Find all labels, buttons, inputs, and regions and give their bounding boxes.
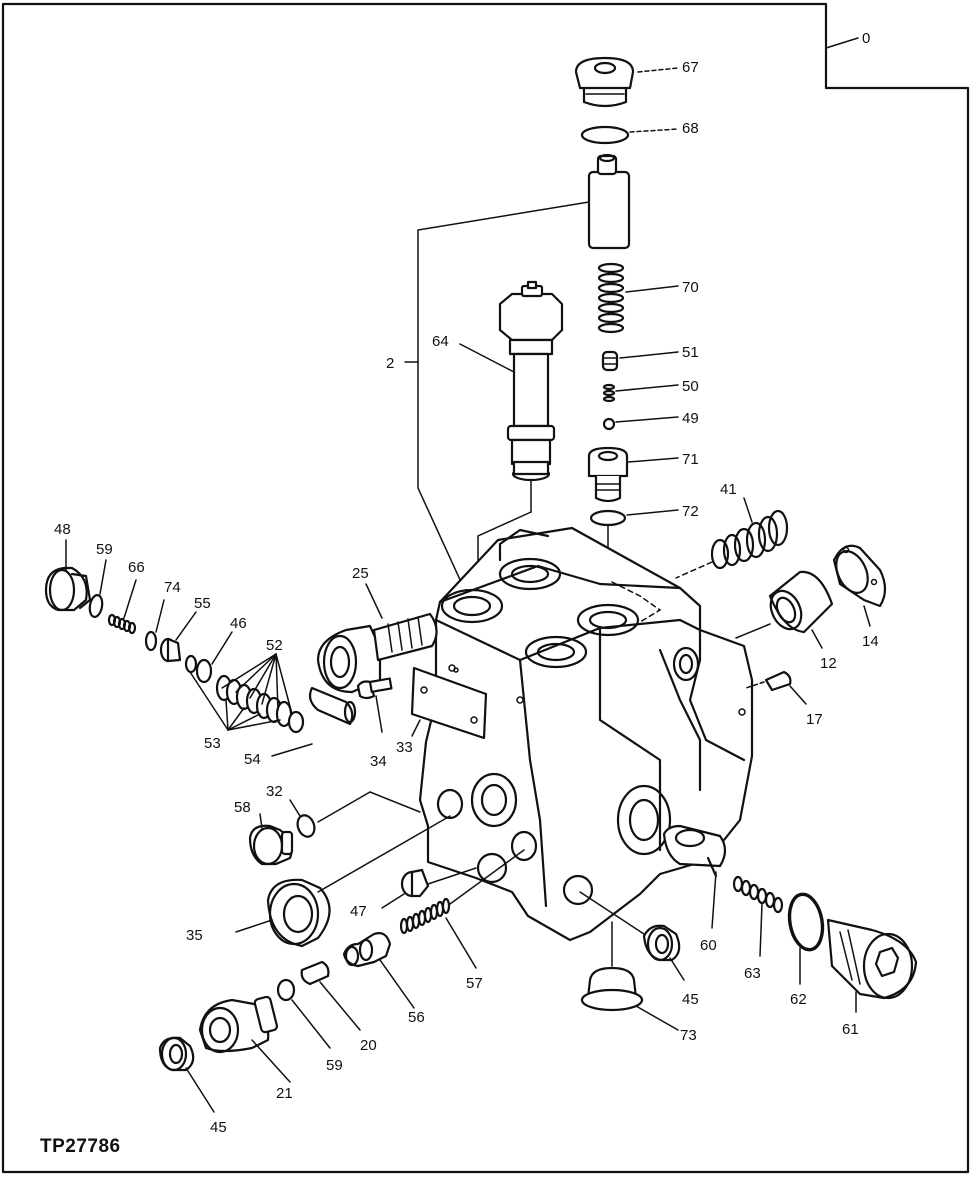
part-64-valve-stem xyxy=(498,280,564,482)
part-12-sleeve xyxy=(768,570,834,634)
part-52-spool-stack xyxy=(215,674,305,734)
callout-64: 64 xyxy=(432,333,449,350)
callout-73: 73 xyxy=(680,1027,697,1044)
part-sleeve xyxy=(587,153,631,250)
part-41-spring xyxy=(710,509,789,570)
callout-34: 34 xyxy=(370,753,387,770)
callout-35: 35 xyxy=(186,927,203,944)
part-49-ball xyxy=(602,417,616,431)
part-14-end-cap xyxy=(832,544,887,608)
callout-2: 2 xyxy=(386,355,394,372)
part-58-plug xyxy=(248,824,294,866)
callout-53: 53 xyxy=(204,735,221,752)
callout-60: 60 xyxy=(700,937,717,954)
callout-25: 25 xyxy=(352,565,369,582)
callout-47: 47 xyxy=(350,903,367,920)
callout-20: 20 xyxy=(360,1037,377,1054)
callout-0: 0 xyxy=(862,30,870,47)
part-34-screw xyxy=(356,677,393,700)
part-70-spring xyxy=(597,262,625,334)
part-67-cap xyxy=(574,56,635,108)
callout-45-right: 45 xyxy=(682,991,699,1008)
callout-51: 51 xyxy=(682,344,699,361)
callout-12: 12 xyxy=(820,655,837,672)
callout-41: 41 xyxy=(720,481,737,498)
part-62-o-ring xyxy=(787,892,825,952)
part-74-washer xyxy=(144,630,158,652)
part-54-pin xyxy=(308,686,357,726)
callout-71: 71 xyxy=(682,451,699,468)
callout-63: 63 xyxy=(744,965,761,982)
part-45-plug-right xyxy=(642,924,681,962)
callout-59-lower: 59 xyxy=(326,1057,343,1074)
callout-52-leaders xyxy=(221,653,293,715)
part-56-poppet xyxy=(342,932,392,968)
callout-17: 17 xyxy=(806,711,823,728)
callout-61: 61 xyxy=(842,1021,859,1038)
callout-55: 55 xyxy=(194,595,211,612)
part-59-o-ring xyxy=(88,594,104,618)
callout-33: 33 xyxy=(396,739,413,756)
part-33-plate xyxy=(410,666,488,740)
part-45-plug-lower xyxy=(158,1036,195,1072)
part-63-spring xyxy=(732,875,784,914)
part-73-cap xyxy=(580,966,644,1012)
callout-49: 49 xyxy=(682,410,699,427)
callout-32: 32 xyxy=(266,783,283,800)
callout-74: 74 xyxy=(164,579,181,596)
callout-50: 50 xyxy=(682,378,699,395)
part-71-seat xyxy=(587,446,629,503)
part-20-pin xyxy=(300,960,330,986)
part-21-cartridge xyxy=(198,995,279,1054)
callout-54: 54 xyxy=(244,751,261,768)
figure-code: TP27786 xyxy=(40,1136,121,1157)
callout-58: 58 xyxy=(234,799,251,816)
callout-72: 72 xyxy=(682,503,699,520)
callout-14: 14 xyxy=(862,633,879,650)
callout-62: 62 xyxy=(790,991,807,1008)
part-47-piston xyxy=(400,868,430,898)
part-72-o-ring xyxy=(589,509,627,527)
part-32-o-ring xyxy=(296,814,316,838)
callout-68: 68 xyxy=(682,120,699,137)
callout-67: 67 xyxy=(682,59,699,76)
callout-70: 70 xyxy=(682,279,699,296)
callout-52: 52 xyxy=(266,637,283,654)
callout-56: 56 xyxy=(408,1009,425,1026)
callout-46: 46 xyxy=(230,615,247,632)
callout-53-leaders xyxy=(189,671,281,731)
part-61-plug xyxy=(826,918,918,1000)
part-68-o-ring xyxy=(580,125,630,145)
part-25-cartridge xyxy=(316,612,438,694)
part-60-spool xyxy=(662,824,727,878)
part-59-o-ring-lower xyxy=(276,978,296,1002)
part-48-plug xyxy=(44,566,92,612)
part-66-spring xyxy=(107,613,137,635)
callout-66: 66 xyxy=(128,559,145,576)
part-57-spring xyxy=(399,897,451,935)
part-17-pin xyxy=(764,670,792,692)
part-50-spring xyxy=(602,383,616,403)
part-35-plug xyxy=(266,878,331,948)
part-51 xyxy=(601,350,619,372)
callout-21: 21 xyxy=(276,1085,293,1102)
callout-59: 59 xyxy=(96,541,113,558)
callout-45-lower: 45 xyxy=(210,1119,227,1136)
part-55-piston xyxy=(159,637,182,663)
callout-57: 57 xyxy=(466,975,483,992)
callout-48: 48 xyxy=(54,521,71,538)
